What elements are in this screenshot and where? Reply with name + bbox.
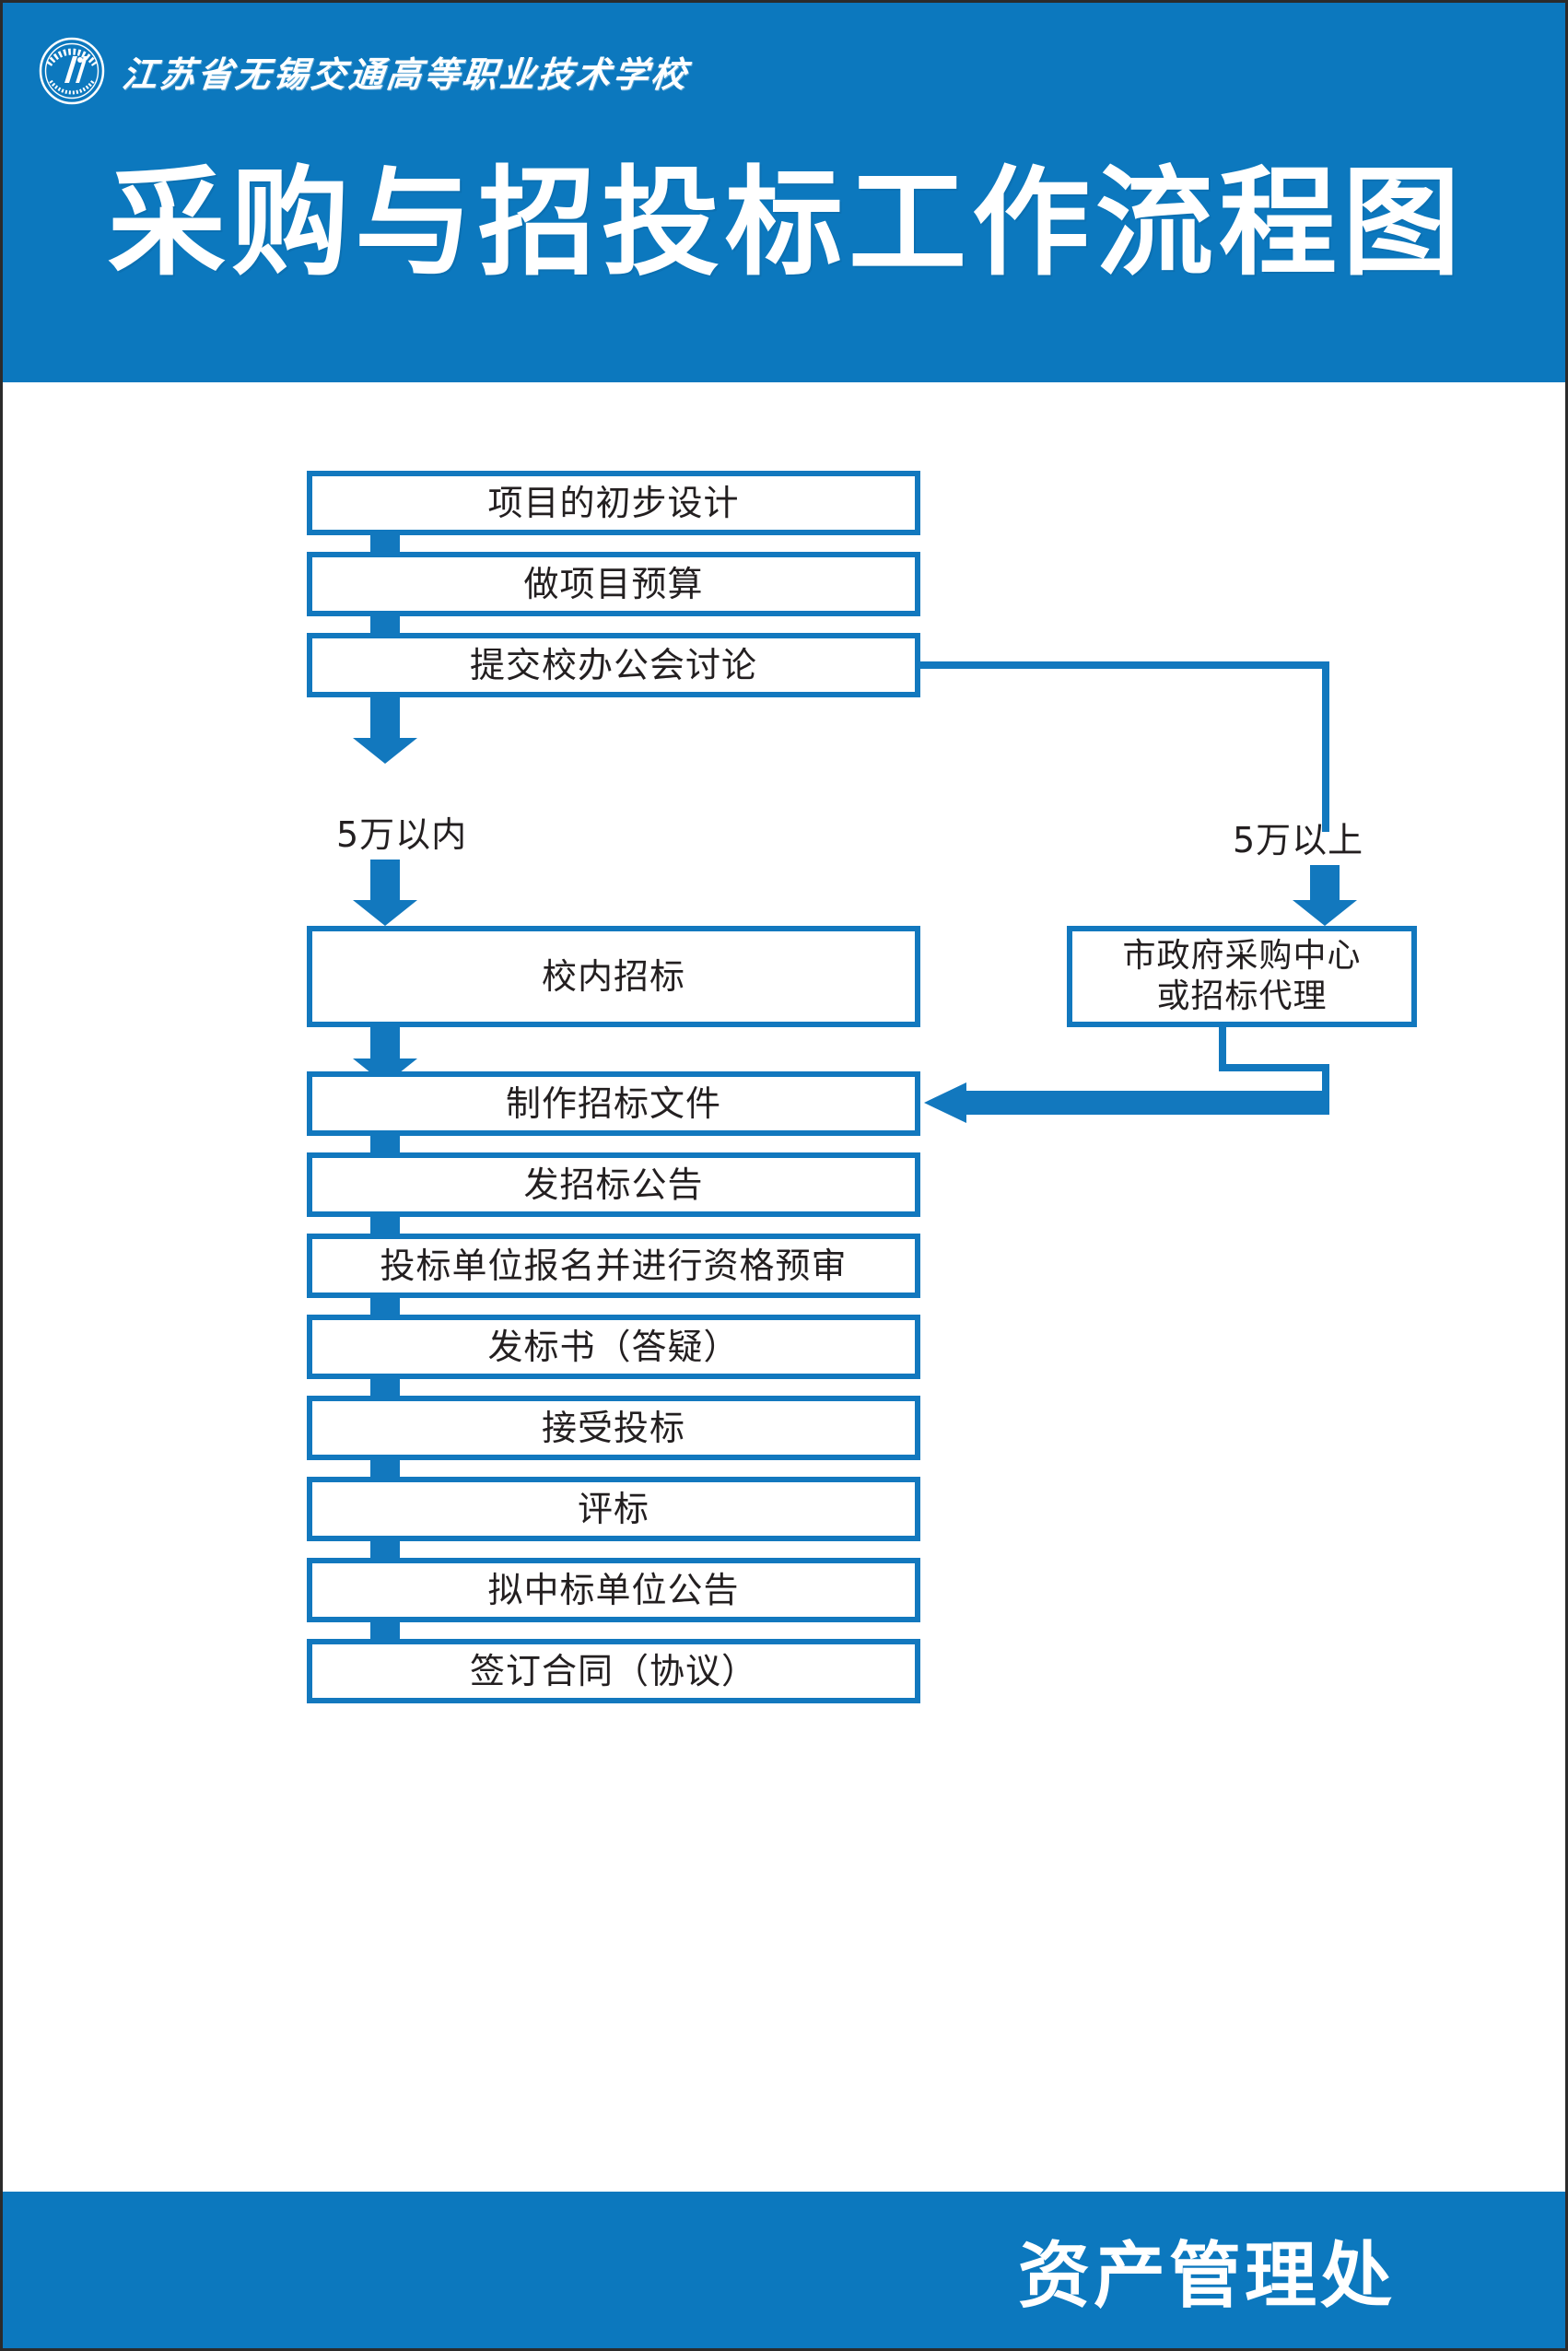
flow-node-bidder-registration-prequalification[interactable]: 投标单位报名并进行资格预审 [307,1234,920,1298]
connector-vertical [1219,1027,1226,1070]
flow-node-issue-bid-book-qa[interactable]: 发标书（答疑） [307,1315,920,1379]
brand-block: 江苏省无锡交通高等职业技术学校 [38,37,692,105]
school-seal-icon [38,37,106,105]
arrow-down-icon [353,697,417,764]
flow-node-accept-bids[interactable]: 接受投标 [307,1396,920,1460]
school-name: 江苏省无锡交通高等职业技术学校 [120,53,692,95]
flow-node-line-2: 或招标代理 [1156,977,1328,1015]
flow-node-prepare-bid-documents[interactable]: 制作招标文件 [307,1071,920,1136]
flow-node-proposed-winner-announcement[interactable]: 拟中标单位公告 [307,1558,920,1622]
flow-node-line-1: 市政府采购中心 [1122,937,1362,976]
branch-label-over-50k: 5万以上 [1233,820,1364,860]
flow-node-publish-bid-notice[interactable]: 发招标公告 [307,1152,920,1217]
flow-node-sign-contract[interactable]: 签订合同（协议） [307,1639,920,1703]
page-header: 江苏省无锡交通高等职业技术学校 采购与招投标工作流程图 [3,3,1565,382]
connector-horizontal [1219,1064,1329,1071]
flow-node-city-procurement-center[interactable]: 市政府采购中心 或招标代理 [1067,926,1417,1027]
arrow-left-icon [924,1082,1329,1123]
connector-vertical [1322,1064,1329,1101]
connector-vertical [1322,661,1329,832]
flowchart: 项目的初步设计 做项目预算 提交校办公会讨论 5万以内 5万以上 校内招标 [3,382,1565,2197]
arrow-down-icon [353,860,417,926]
flow-node-project-preliminary-design[interactable]: 项目的初步设计 [307,471,920,535]
flow-node-bid-evaluation[interactable]: 评标 [307,1477,920,1541]
flow-node-project-budget[interactable]: 做项目预算 [307,552,920,616]
flow-node-submit-to-school-meeting[interactable]: 提交校办公会讨论 [307,633,920,697]
flow-node-internal-bidding[interactable]: 校内招标 [307,926,920,1027]
page-footer: 资产管理处 [3,2192,1565,2348]
connector-horizontal [915,661,1329,669]
page-title: 采购与招投标工作流程图 [107,155,1466,292]
branch-label-under-50k: 5万以内 [336,814,468,855]
arrow-down-icon [1293,865,1357,926]
department-name: 资产管理处 [1017,2235,1396,2318]
